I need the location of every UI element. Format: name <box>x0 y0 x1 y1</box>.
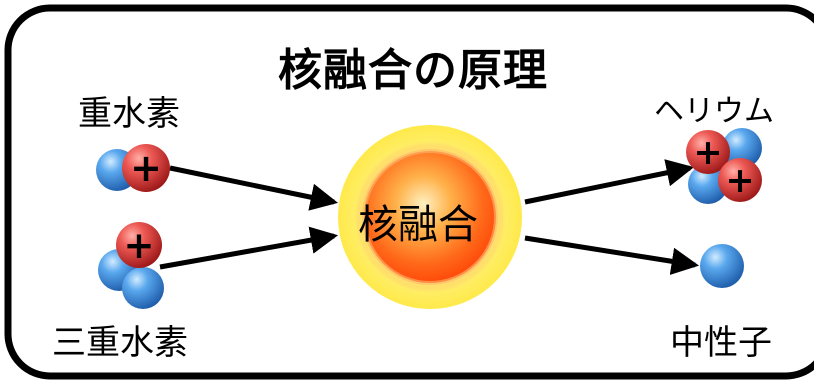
diagram-title: 核融合の原理 <box>278 45 548 96</box>
neutron-particle <box>722 128 762 168</box>
plus-sign: + <box>130 146 162 190</box>
plus-sign: + <box>123 224 154 267</box>
fusion-center-label: 核融合 <box>358 202 478 248</box>
label-deuterium: 重水素 <box>78 94 180 134</box>
proton-particle <box>686 130 730 174</box>
plus-sign: + <box>693 133 722 173</box>
proton-particle <box>122 144 170 192</box>
label-tritium: 三重水素 <box>52 323 188 363</box>
arrow-fusion-to-helium <box>524 159 695 205</box>
proton-particle <box>116 222 162 268</box>
fusion-core <box>338 125 522 309</box>
label-neutron: 中性子 <box>670 323 772 363</box>
arrow-deuterium-to-fusion <box>169 165 339 211</box>
neutron-particle <box>688 164 728 204</box>
neutron-particle <box>122 267 164 309</box>
proton-particle <box>718 158 762 202</box>
helium-nucleus: + + <box>686 128 762 204</box>
label-helium: ヘリウム <box>654 94 774 129</box>
neutron-output-particle <box>700 244 744 288</box>
arrow-tritium-to-fusion <box>159 226 339 270</box>
tritium-nucleus: + <box>98 222 164 309</box>
arrow-fusion-to-neutron <box>524 235 700 275</box>
deuterium-nucleus: + <box>96 144 170 192</box>
plus-sign: + <box>725 161 754 201</box>
